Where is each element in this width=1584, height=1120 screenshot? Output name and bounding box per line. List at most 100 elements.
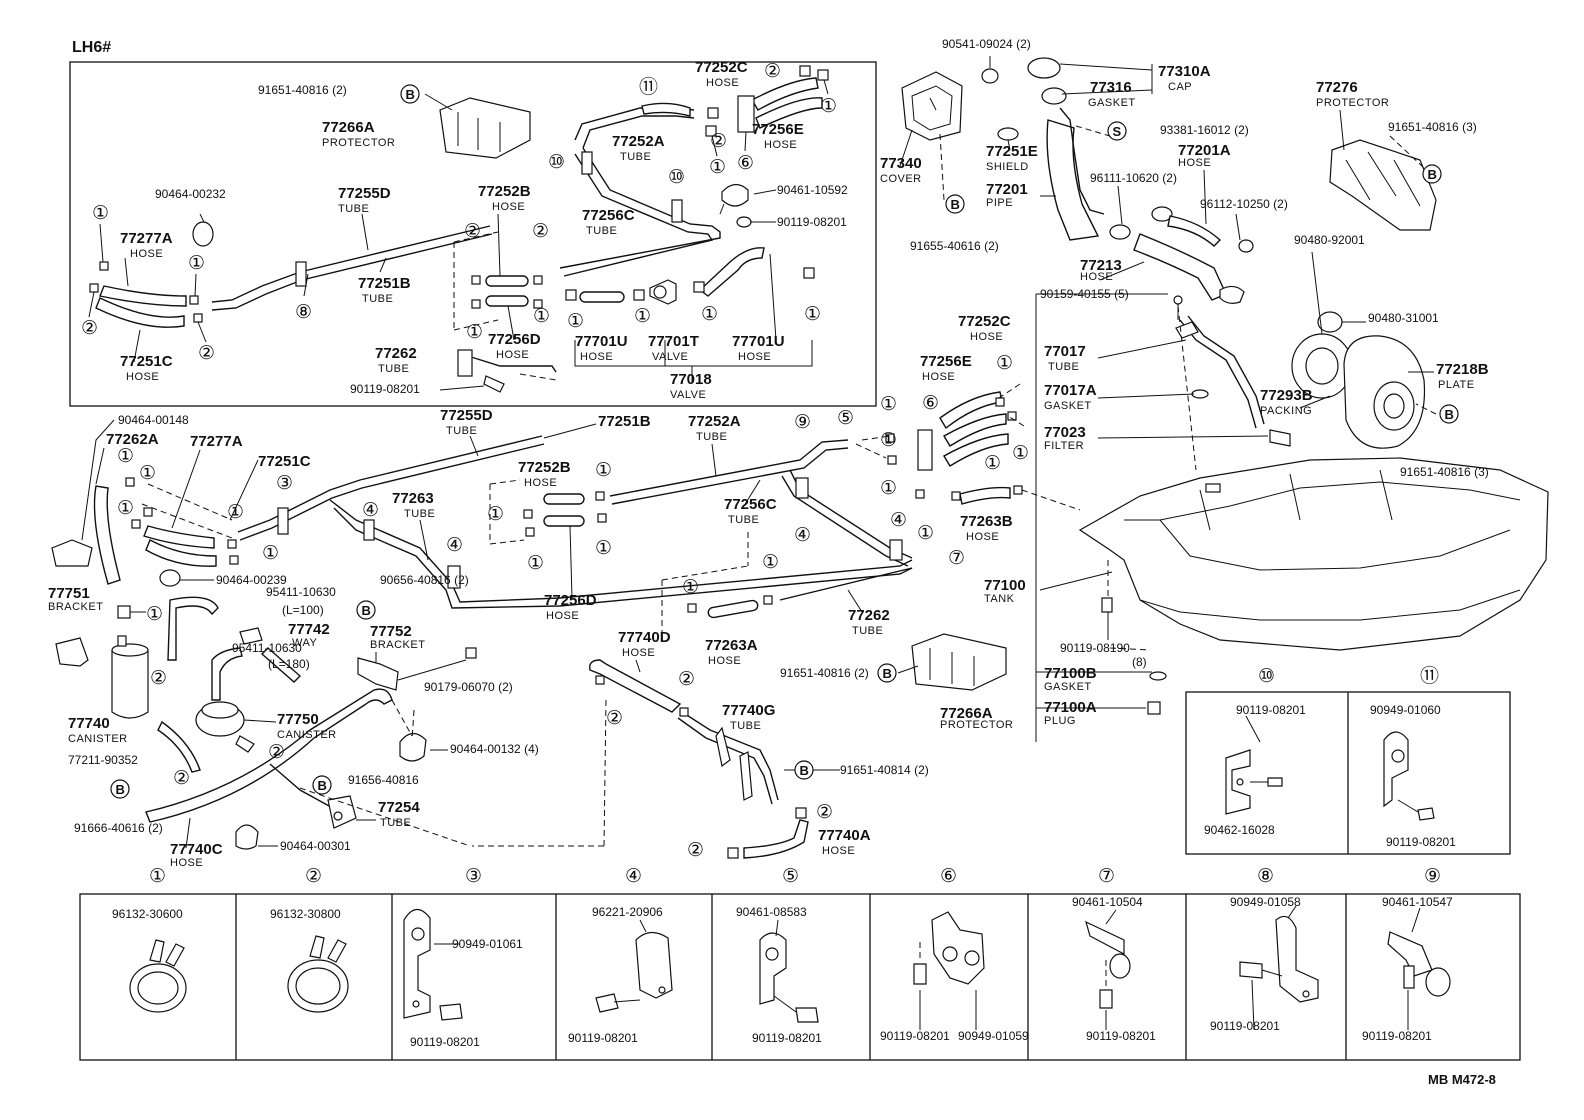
callout-number: ⑩ (548, 151, 565, 173)
part-number: 77100B (1044, 665, 1097, 682)
part-number: 77742 (288, 621, 330, 638)
callout-number: ② (464, 220, 481, 242)
part-description: TUBE (380, 817, 411, 829)
part-number: 77211-90352 (68, 753, 138, 767)
part-number: 90119-08201 (350, 382, 420, 396)
svg-text:B: B (318, 778, 327, 793)
part-number: 90464-00132 (4) (450, 742, 539, 756)
kit-number: ④ (625, 865, 642, 887)
kit-number: ⑧ (1257, 865, 1274, 887)
callout-number: ⑥ (737, 152, 754, 174)
part-number: 77255D (440, 407, 493, 424)
callout-number: ① (880, 429, 897, 451)
part-description: HOSE (966, 531, 999, 543)
part-description: HOSE (822, 845, 855, 857)
callout-number: ⑪ (639, 76, 658, 98)
kit-part-number: 96221-20906 (592, 905, 663, 919)
callout-number: ③ (276, 472, 293, 494)
part-description: FILTER (1044, 440, 1084, 452)
part-description: HOSE (764, 139, 797, 151)
part-number: 77276 (1316, 79, 1358, 96)
callout-number: ④ (446, 534, 463, 556)
callout-letter-b: B (1439, 404, 1459, 424)
kit-table-labels: ①96132-30600②96132-30800③90949-010619011… (112, 865, 1453, 1049)
part-number: 77751 (48, 585, 90, 602)
kit-number: ⑦ (1098, 865, 1115, 887)
part-description: TUBE (730, 720, 761, 732)
callout-number: ② (816, 801, 833, 823)
callout-number: ① (917, 522, 934, 544)
part-description: PLATE (1438, 379, 1475, 391)
part-description: HOSE (524, 477, 557, 489)
part-description: TUBE (1048, 361, 1079, 373)
kit-part-number: 96132-30600 (112, 907, 183, 921)
callout-number: ① (227, 501, 244, 523)
part-number: 93381-16012 (2) (1160, 123, 1249, 137)
callout-number: ① (880, 393, 897, 415)
part-number: 77256C (724, 496, 777, 513)
kit-number: ① (149, 865, 166, 887)
part-number: 77252B (478, 183, 531, 200)
part-number: 77262 (848, 607, 890, 624)
callout-number: ② (81, 317, 98, 339)
part-description: HOSE (126, 371, 159, 383)
part-number: 77316 (1090, 79, 1132, 96)
kit-part-number: 90119-08201 (1086, 1029, 1156, 1043)
callout-number: ① (595, 459, 612, 481)
part-number: 77263 (392, 490, 434, 507)
part-number: 77256E (752, 121, 804, 138)
callout-number: ② (710, 130, 727, 152)
part-number: 77023 (1044, 424, 1086, 441)
part-description: HOSE (622, 647, 655, 659)
part-number: 77263B (960, 513, 1013, 530)
kit-part-number: 90461-08583 (736, 905, 807, 919)
part-number: 77740C (170, 841, 223, 858)
part-description: HOSE (546, 610, 579, 622)
part-description: CANISTER (68, 733, 128, 745)
part-number: 77740 (68, 715, 110, 732)
callout-number: ① (880, 477, 897, 499)
part-description: HOSE (130, 248, 163, 260)
part-description: HOSE (496, 349, 529, 361)
kit-number: ⑩ (1258, 665, 1275, 687)
part-description: TANK (984, 593, 1015, 605)
kit-part-number: 90949-01059 (958, 1029, 1029, 1043)
part-number: 91666-40616 (2) (74, 821, 163, 835)
part-number: 77213 (1080, 257, 1122, 274)
part-number: 77252C (695, 59, 748, 76)
top-kit-boxes (1185, 691, 1511, 855)
part-number: 95411-10630 (232, 641, 302, 655)
part-number: 77218B (1436, 361, 1489, 378)
part-number: 77256C (582, 207, 635, 224)
part-number: (8) (1132, 655, 1147, 669)
kit-part-number: 90119-08201 (1386, 835, 1456, 849)
callout-number: ⑥ (922, 392, 939, 414)
part-number: 91651-40816 (2) (780, 666, 869, 680)
part-description: HOSE (706, 77, 739, 89)
callout-number: ⑧ (295, 301, 312, 323)
part-number: 77201 (986, 181, 1028, 198)
part-number: 90541-09024 (2) (942, 37, 1031, 51)
part-number: 77740D (618, 629, 671, 646)
callout-number: ① (634, 305, 651, 327)
part-number: 77266A (940, 705, 993, 722)
figure-reference: MB M472-8 (1428, 1072, 1496, 1087)
part-description: GASKET (1044, 681, 1092, 693)
main-right-labels: 90541-09024 (2)77310ACAP77316GASKET93381… (880, 37, 1489, 727)
kit-part-number: 90119-08201 (1210, 1019, 1280, 1033)
part-description: TUBE (338, 203, 369, 215)
inset-drawing (88, 65, 829, 393)
kit-part-number: 90949-01060 (1370, 703, 1441, 717)
part-number: 77251C (258, 453, 311, 470)
kit-number: ⑥ (940, 865, 957, 887)
part-number: 77251B (358, 275, 411, 292)
callout-number: ① (487, 503, 504, 525)
part-description: PIPE (986, 197, 1013, 209)
part-description: TUBE (586, 225, 617, 237)
part-number: 91651-40814 (2) (840, 763, 929, 777)
callout-letter-b: B (110, 779, 130, 799)
